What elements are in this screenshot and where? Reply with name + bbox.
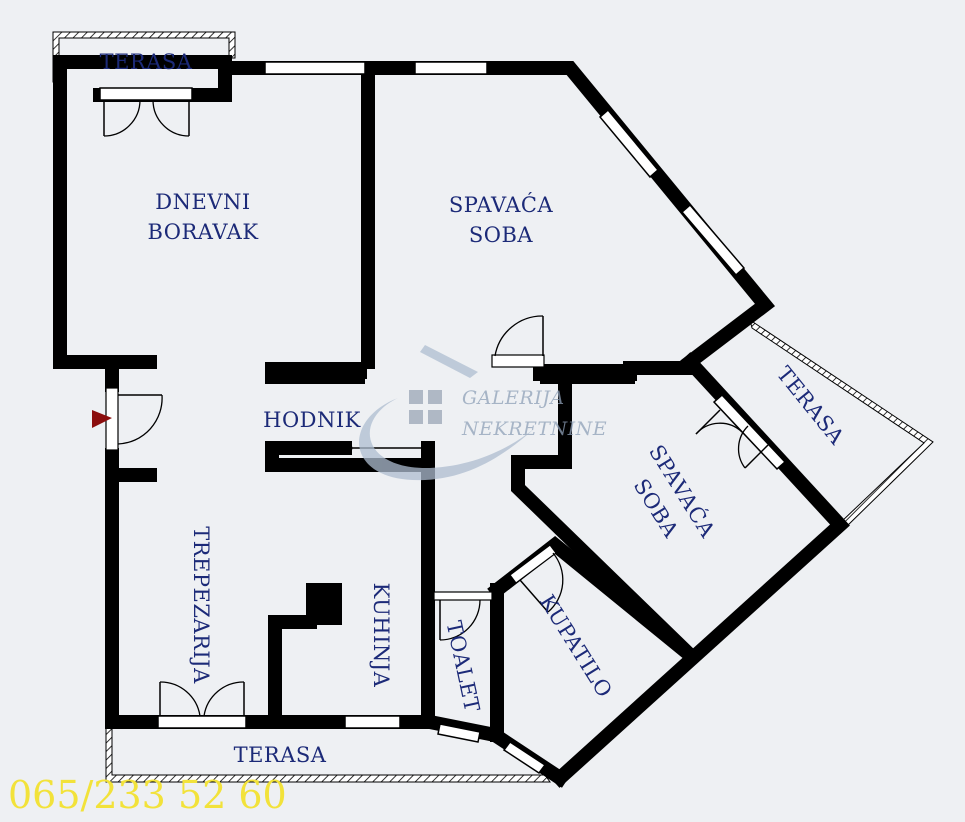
windows <box>99 61 787 775</box>
room-floors <box>60 72 840 778</box>
window-toilet <box>437 723 481 743</box>
label-terrace-right: TERASA <box>772 362 849 450</box>
watermark-line1: GALERIJA <box>462 387 565 409</box>
label-terrace-top-left: TERASA <box>100 50 193 74</box>
window-diag-1 <box>598 108 660 179</box>
window-kitchen-terrace <box>344 715 401 729</box>
entrance-arrow-icon <box>92 410 112 428</box>
label-living-line1: DNEVNI <box>155 190 250 214</box>
watermark-line2: NEKRETNINE <box>461 418 607 440</box>
window-diag-2 <box>680 203 746 277</box>
label-bedroom1-line2: SOBA <box>469 223 534 247</box>
label-terrace-bottom: TERASA <box>234 743 327 767</box>
chimney-block <box>306 583 342 625</box>
window-top-2 <box>414 61 488 75</box>
window-living-terrace <box>99 87 193 101</box>
watermark-grid-icon <box>409 390 442 424</box>
doors <box>103 99 769 717</box>
window-bathroom <box>502 740 547 775</box>
watermark-swoosh-icon <box>359 398 535 481</box>
window-dining-terrace <box>157 715 247 729</box>
phone-number: 065/233 52 60 <box>8 773 287 817</box>
label-kitchen: KUHINJA <box>369 583 393 688</box>
label-living-line2: BORAVAK <box>147 220 258 244</box>
window-bedroom2-terrace <box>712 393 787 471</box>
watermark: GALERIJA NEKRETNINE <box>359 345 607 481</box>
label-dining: TREPEZARIJA <box>189 526 213 684</box>
label-hallway: HODNIK <box>263 408 361 432</box>
walls <box>53 55 850 788</box>
label-bedroom1-line1: SPAVAĆA <box>449 192 554 217</box>
window-top-1 <box>264 61 366 75</box>
